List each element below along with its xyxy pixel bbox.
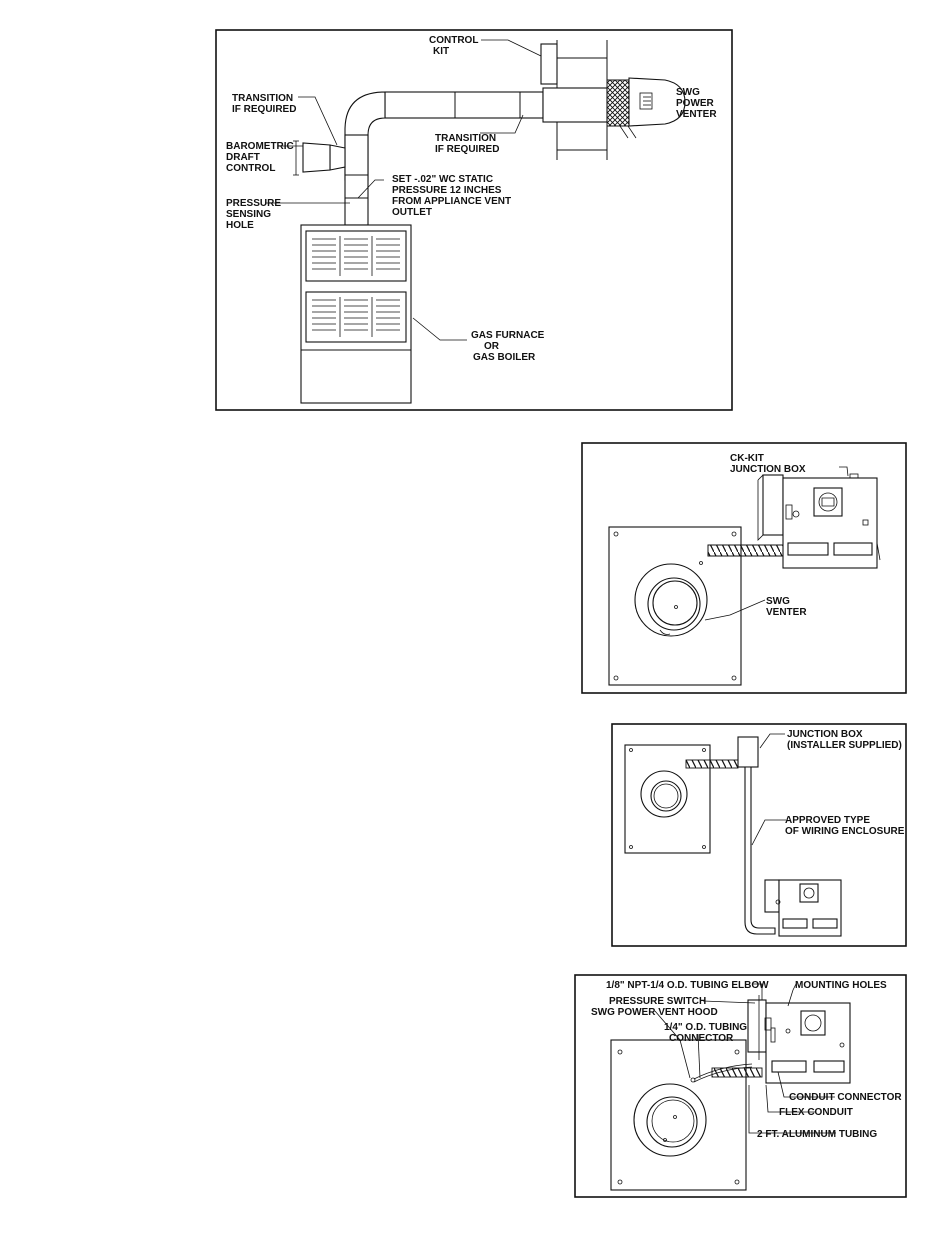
set-static-label-line: FROM APPLIANCE VENT <box>392 196 511 207</box>
pressure-sensing-label-line: PRESSURE <box>226 198 281 209</box>
tubing-connector <box>690 1077 696 1083</box>
wiring-enclosure <box>744 766 776 935</box>
installer-junction-box <box>737 736 759 768</box>
vent-installation-diagram: CONTROL KIT TRANSITION IF REQUIRED BAROM… <box>215 29 733 411</box>
set-static-label-line: PRESSURE 12 INCHES <box>392 185 502 196</box>
control-kit-label-line: KIT <box>433 46 449 57</box>
diagram4-frame <box>574 974 907 1198</box>
swg-power-venter-label: SWG POWER VENTER <box>676 87 717 120</box>
tubing-connector-label-line: 1/4" O.D. TUBING <box>664 1022 747 1033</box>
pressure-switch-box <box>747 995 851 1084</box>
aluminum-tubing-label: 2 FT. ALUMINUM TUBING <box>757 1129 877 1140</box>
ck-kit-diagram: CK-KIT JUNCTION BOX SWG VENTER <box>581 442 907 694</box>
junction-box-wiring-diagram: JUNCTION BOX (INSTALLER SUPPLIED) APPROV… <box>611 723 907 947</box>
control-kit-label-line: CONTROL <box>429 35 478 46</box>
ck-kit-box-small <box>764 879 842 937</box>
flex-conduit-large <box>711 1067 763 1078</box>
pressure-switch-label: PRESSURE SWITCH <box>609 996 706 1007</box>
transition-left-label: TRANSITION IF REQUIRED <box>232 93 296 115</box>
transition-right-label: TRANSITION IF REQUIRED <box>435 133 499 155</box>
swg-venter-label: SWG VENTER <box>766 596 807 618</box>
flex-conduit-label: FLEX CONDUIT <box>779 1107 853 1118</box>
swg-venter-label-line: SWG <box>766 596 790 607</box>
barometric-draft-control <box>293 140 346 176</box>
venter-plate-small <box>624 744 711 854</box>
swg-venter-leader <box>704 599 766 621</box>
diagram3-frame <box>611 723 907 947</box>
transition-right-label-line: IF REQUIRED <box>435 144 499 155</box>
ck-kit-label: CK-KIT JUNCTION BOX <box>730 453 806 475</box>
venter-plate-large <box>610 1039 747 1191</box>
control-kit-label: CONTROL KIT <box>429 35 481 57</box>
set-static-label-line: OUTLET <box>392 207 432 218</box>
swg-venter-label-line: VENTER <box>766 607 807 618</box>
conduit-connector-label: CONDUIT CONNECTOR <box>789 1092 902 1103</box>
barometric-label-line: BAROMETRIC <box>226 141 294 152</box>
junction-box-leader <box>759 733 785 749</box>
swg-power-venter-label-line: POWER <box>676 98 715 109</box>
vent-hood-label: SWG POWER VENT HOOD <box>591 1007 718 1018</box>
tubing-connector-label: 1/4" O.D. TUBING CONNECTOR <box>664 1022 750 1044</box>
tubing-elbow-label: 1/8" NPT-1/4 O.D. TUBING ELBOW <box>606 980 769 991</box>
wiring-label-line: APPROVED TYPE <box>785 815 870 826</box>
diagram2-frame <box>581 442 907 694</box>
vertical-vent-pipe <box>344 134 369 226</box>
junction-box-label-line: JUNCTION BOX <box>787 729 863 740</box>
diagram1-leaders <box>265 39 542 341</box>
pressure-switch-diagram: 1/8" NPT-1/4 O.D. TUBING ELBOW MOUNTING … <box>574 974 907 1198</box>
wiring-leader <box>751 819 786 846</box>
flex-conduit-small <box>685 759 739 769</box>
control-kit-box <box>540 43 558 85</box>
swg-venter-plate <box>608 526 742 686</box>
ck-kit-label-line: JUNCTION BOX <box>730 464 806 475</box>
horizontal-vent-pipe <box>384 87 608 123</box>
junction-box-label-line: (INSTALLER SUPPLIED) <box>787 740 902 751</box>
diagram1-frame <box>215 29 733 411</box>
junction-box-label: JUNCTION BOX (INSTALLER SUPPLIED) <box>787 729 902 751</box>
set-static-label-line: SET -.02" WC STATIC <box>392 174 493 185</box>
pressure-sensing-label-line: HOLE <box>226 220 254 231</box>
set-static-label: SET -.02" WC STATIC PRESSURE 12 INCHES F… <box>392 174 514 218</box>
furnace-label: GAS FURNACE OR GAS BOILER <box>471 330 547 363</box>
wiring-label: APPROVED TYPE OF WIRING ENCLOSURE <box>785 815 905 837</box>
gas-furnace <box>300 224 412 404</box>
barometric-label-line: CONTROL <box>226 163 275 174</box>
ck-kit-leader <box>839 466 849 477</box>
pressure-sensing-label: PRESSURE SENSING HOLE <box>226 198 284 231</box>
transition-right-label-line: TRANSITION <box>435 133 496 144</box>
transition-left-label-line: TRANSITION <box>232 93 293 104</box>
mounting-holes-label: MOUNTING HOLES <box>795 980 887 991</box>
diagram4-leaders <box>654 983 836 1134</box>
furnace-label-line: GAS BOILER <box>473 352 536 363</box>
barometric-label-line: DRAFT <box>226 152 260 163</box>
ck-kit-junction-box <box>757 473 881 569</box>
swg-power-venter-label-line: VENTER <box>676 109 717 120</box>
power-venter <box>606 77 686 139</box>
furnace-label-line: OR <box>484 341 500 352</box>
swg-power-venter-label-line: SWG <box>676 87 700 98</box>
transition-left-label-line: IF REQUIRED <box>232 104 296 115</box>
furnace-label-line: GAS FURNACE <box>471 330 545 341</box>
flex-conduit <box>707 544 785 557</box>
barometric-label: BAROMETRIC DRAFT CONTROL <box>226 141 297 174</box>
pressure-sensing-label-line: SENSING <box>226 209 271 220</box>
wiring-label-line: OF WIRING ENCLOSURE <box>785 826 905 837</box>
ck-kit-label-line: CK-KIT <box>730 453 764 464</box>
tubing-connector-label-line: CONNECTOR <box>669 1033 734 1044</box>
